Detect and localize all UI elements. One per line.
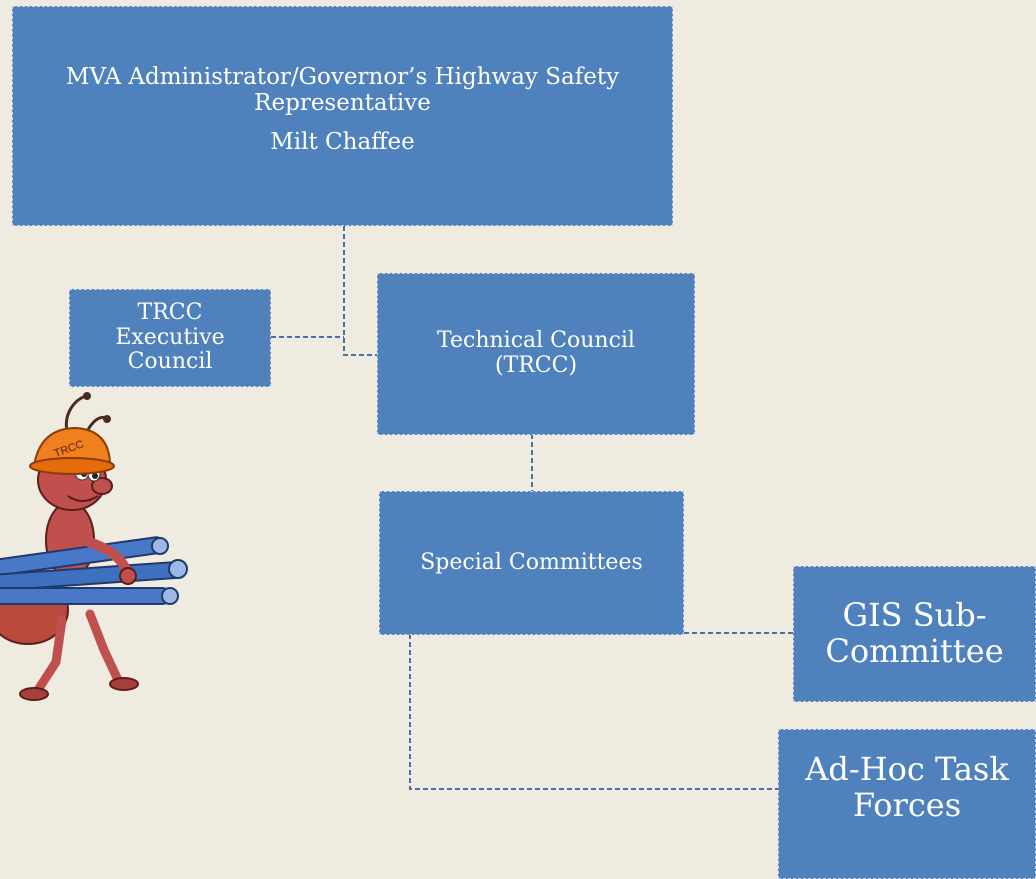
- adhoc-task-forces-label: Ad-Hoc Task Forces: [805, 750, 1009, 824]
- gis-subcommittee-label: GIS Sub-Committee: [825, 596, 1004, 670]
- connector-special-to-adhoc: [409, 634, 779, 790]
- administrator-name: Milt Chaffee: [270, 128, 415, 155]
- special-committees-label: Special Committees: [420, 549, 643, 575]
- executive-council-label: TRCC Executive Council: [115, 300, 225, 375]
- administrator-title: MVA Administrator/Governor’s Highway Saf…: [65, 64, 620, 116]
- gis-subcommittee-box: GIS Sub-Committee: [793, 566, 1036, 702]
- ant-mascot-illustration: TRCC: [0, 392, 188, 701]
- connector-top-to-technical: [343, 226, 379, 356]
- executive-council-box: TRCC Executive Council: [69, 289, 271, 387]
- special-committees-box: Special Committees: [379, 491, 684, 635]
- top-administrator-box: MVA Administrator/Governor’s Highway Saf…: [12, 6, 673, 226]
- adhoc-task-forces-box: Ad-Hoc Task Forces: [778, 729, 1036, 879]
- technical-council-label: Technical Council (TRCC): [437, 328, 635, 378]
- technical-council-box: Technical Council (TRCC): [377, 273, 695, 435]
